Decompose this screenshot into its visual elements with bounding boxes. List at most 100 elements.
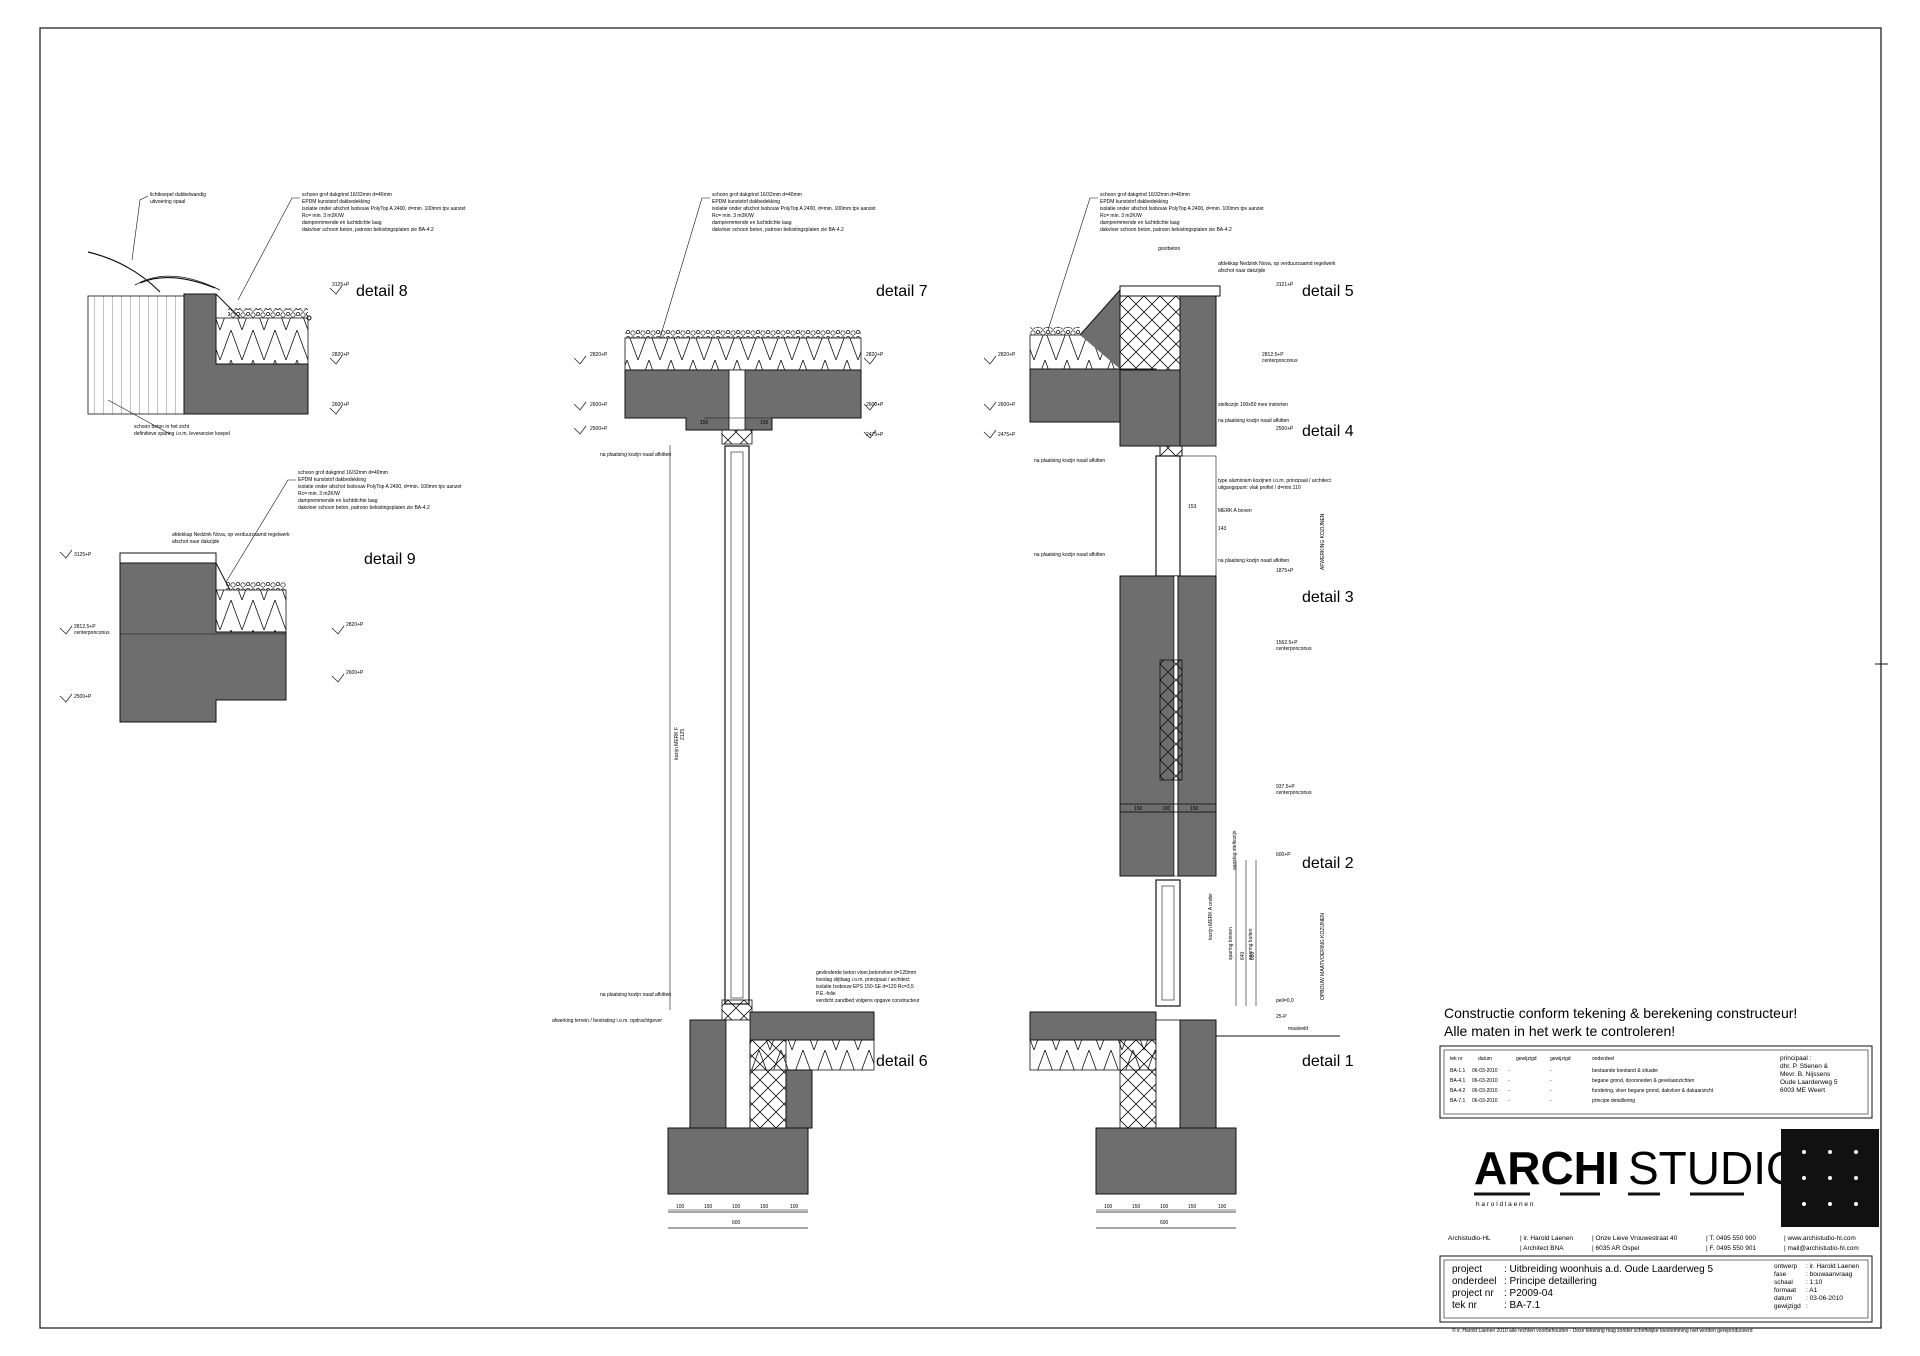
level-d5l-2820: 2820+P: [998, 352, 1016, 358]
svg-text:schoon beton in het zicht: schoon beton in het zicht: [134, 424, 190, 430]
svg-text:principaal :: principaal :: [1780, 1055, 1812, 1062]
note-roof-d7: schoon grof dakgrind 16/32mm d=40mm EPDM…: [712, 192, 876, 233]
detail-8-drawing: [87, 251, 312, 415]
svg-text:gewijzigd: gewijzigd: [1550, 1056, 1571, 1062]
svg-text:Archistudio-HL: Archistudio-HL: [1448, 1235, 1491, 1242]
svg-text:dakvloer schoon beton, patroon: dakvloer schoon beton, patroon bekisting…: [712, 227, 844, 233]
dim-d4-153: 153: [1188, 504, 1197, 510]
level-d5-center: centerponconus: [1262, 358, 1298, 364]
detail-4-label: detail 4: [1302, 423, 1354, 440]
svg-text:06-03-2010: 06-03-2010: [1472, 1068, 1498, 1074]
svg-text:tek nr: tek nr: [1452, 1300, 1478, 1311]
dim-d4-143: 143: [1218, 526, 1227, 532]
note-stelkozijn: stelkozijn 100x50 mee instorten: [1218, 402, 1288, 408]
level-d3-1875: 1875+P: [1276, 568, 1294, 574]
svg-text:project: project: [1452, 1264, 1482, 1275]
note-gootbeton: gootbeton: [1158, 246, 1180, 252]
level-d7l-2600: 2600+P: [590, 402, 608, 408]
svg-text:BA-7.1: BA-7.1: [1450, 1098, 1466, 1104]
level-d3-15625: 1562.5+P: [1276, 640, 1298, 646]
note-kozijn-afkitten-3: na plaatsing kozijn naad afkitten: [1218, 418, 1289, 424]
dim-d1-150b: 150: [1188, 1204, 1197, 1210]
level-d2-600: 600+P: [1276, 852, 1291, 858]
dim-d2-150b: 150: [1190, 806, 1199, 812]
svg-text:onderdeel: onderdeel: [1452, 1276, 1496, 1287]
detail-6-label: detail 6: [876, 1053, 928, 1070]
dim-d2-150: 150: [1134, 806, 1143, 812]
svg-text:Mevr. B. Nijssens: Mevr. B. Nijssens: [1780, 1071, 1831, 1078]
svg-text:lichtkoepel dubbelwandig: lichtkoepel dubbelwandig: [150, 192, 206, 198]
note-aanslag: aanslag stelkozijn: [1232, 830, 1238, 870]
contact-rows: Archistudio-HL | ir. Harold Laenen | Onz…: [1448, 1235, 1859, 1252]
svg-text:afschot naar dakzijde: afschot naar dakzijde: [1218, 268, 1265, 274]
svg-text:| T. 0495 550 900: | T. 0495 550 900: [1706, 1235, 1756, 1242]
dim-d1-600: 600: [1160, 1220, 1169, 1226]
note-d9-cap: afdekkap Nedzink Nova, op verduurzaamd r…: [172, 532, 290, 545]
dim-d7-2125: 2125: [680, 729, 686, 740]
svg-text:fundering, vloer begane grond,: fundering, vloer begane grond, dakvloer …: [1592, 1088, 1714, 1094]
level-d7l-2820: 2820+P: [590, 352, 608, 358]
detail-9-label: detail 9: [364, 551, 416, 568]
level-d1-25: 25-P: [1276, 1014, 1287, 1020]
svg-text:| mail@archistudio-hl.com: | mail@archistudio-hl.com: [1784, 1245, 1859, 1252]
note-alu-kozijn: type aluminium kozijnen i.o.m. principaa…: [1218, 478, 1331, 491]
svg-text:-: -: [1550, 1078, 1552, 1084]
svg-text:datum: datum: [1774, 1295, 1792, 1302]
note-floor-layers: gevlinderde beton vloer,betonvloer d=120…: [816, 970, 920, 1004]
svg-text:bestaande toestand & situatie: bestaande toestand & situatie: [1592, 1068, 1658, 1074]
note-maaiveld: maaiveld: [1288, 1026, 1308, 1032]
svg-text:isolatie onder afschot Isobouw: isolatie onder afschot Isobouw PolyTop A…: [298, 484, 462, 490]
note-d8-bottom: schoon beton in het zicht definitieve sp…: [134, 424, 230, 437]
level-d9-2600: 2600+P: [346, 670, 364, 676]
note-d5-cap: afdekkap Nedzink Nova, op verduurzaamd r…: [1218, 261, 1336, 274]
svg-text:06-03-2010: 06-03-2010: [1472, 1098, 1498, 1104]
detail-5-label: detail 5: [1302, 283, 1354, 300]
level-d3-center: centerponconus: [1276, 646, 1312, 652]
svg-text:uitgangspunt: vlak profiel / d: uitgangspunt: vlak profiel / d=min.110: [1218, 485, 1301, 491]
svg-text:tek nr: tek nr: [1450, 1056, 1463, 1062]
svg-text:: A1: : A1: [1806, 1287, 1818, 1294]
dim-d6-100a: 100: [676, 1204, 685, 1210]
level-d7r-2475: 2475+P: [866, 432, 884, 438]
dim-d2-640: 640: [1240, 951, 1246, 960]
svg-text:toeslag slijtlaag i.o.m. princ: toeslag slijtlaag i.o.m. principaal / ar…: [816, 977, 910, 983]
svg-text:Rc= min. 3 m2K/W: Rc= min. 3 m2K/W: [298, 491, 340, 497]
svg-text:BA-1.1: BA-1.1: [1450, 1068, 1466, 1074]
svg-text:afdekkap Nedzink Nova, op verd: afdekkap Nedzink Nova, op verduurzaamd r…: [172, 532, 290, 538]
svg-text::: :: [1806, 1303, 1808, 1310]
note-kozijn-merk-a: kozijn MERK A onder: [1208, 893, 1214, 940]
svg-text:Rc= min. 3 m2K/W: Rc= min. 3 m2K/W: [302, 213, 344, 219]
level-d8-2600: 2600+P: [332, 402, 350, 408]
dim-d6-100c: 100: [790, 1204, 799, 1210]
detail-5-1-drawing: [1029, 285, 1340, 1229]
note-d8-top: lichtkoepel dubbelwandig uitvoering opaa…: [150, 192, 206, 205]
svg-text:schaal: schaal: [1774, 1279, 1793, 1286]
level-d1-peil: peil=0,0: [1276, 998, 1294, 1004]
svg-text:dhr. P. Stienen &: dhr. P. Stienen &: [1780, 1063, 1829, 1070]
detail-2-label: detail 2: [1302, 855, 1354, 872]
detail-1-label: detail 1: [1302, 1053, 1354, 1070]
svg-text:P.E.-folie: P.E.-folie: [816, 991, 836, 997]
svg-text:isolatie onder afschot Isobouw: isolatie onder afschot Isobouw PolyTop A…: [1100, 206, 1264, 212]
note-sparing-buiten: sparing buiten: [1248, 928, 1254, 960]
level-d9-center: centerponconus: [74, 630, 110, 636]
svg-text:| F. 0495 550 901: | F. 0495 550 901: [1706, 1245, 1757, 1252]
detail-7-drawing: [624, 330, 862, 1010]
svg-text:6003 ME Weert: 6003 ME Weert: [1780, 1087, 1825, 1094]
note-kozijn-merk-f: kozijn MERK F: [674, 727, 680, 760]
note-roof-d5: schoon grof dakgrind 16/32mm d=40mm EPDM…: [1100, 192, 1264, 233]
svg-text:schoon grof dakgrind 16/32mm d: schoon grof dakgrind 16/32mm d=40mm: [1100, 192, 1190, 198]
svg-text:dakvloer schoon beton, patroon: dakvloer schoon beton, patroon bekisting…: [302, 227, 434, 233]
svg-text:dakvloer schoon beton, patroon: dakvloer schoon beton, patroon bekisting…: [1100, 227, 1232, 233]
svg-text:-: -: [1508, 1078, 1510, 1084]
note-kozijn-afkitten-5: na plaatsing kozijn naad afkitten: [600, 452, 671, 458]
note-kozijn-afkitten-4: na plaatsing kozijn naad afkitten: [1218, 558, 1289, 564]
svg-text:ontwerp: ontwerp: [1774, 1263, 1798, 1270]
svg-text:gewijzigd: gewijzigd: [1774, 1303, 1801, 1310]
svg-text:dampremmende en luchtdichte la: dampremmende en luchtdichte laag: [712, 220, 792, 226]
detail-3-label: detail 3: [1302, 589, 1354, 606]
revision-table: tek nr datum gewijzigd gewijzigd onderde…: [1450, 1056, 1714, 1104]
level-d8-3125: 3125+P: [332, 282, 350, 288]
svg-text:| Architect BNA: | Architect BNA: [1520, 1245, 1564, 1252]
